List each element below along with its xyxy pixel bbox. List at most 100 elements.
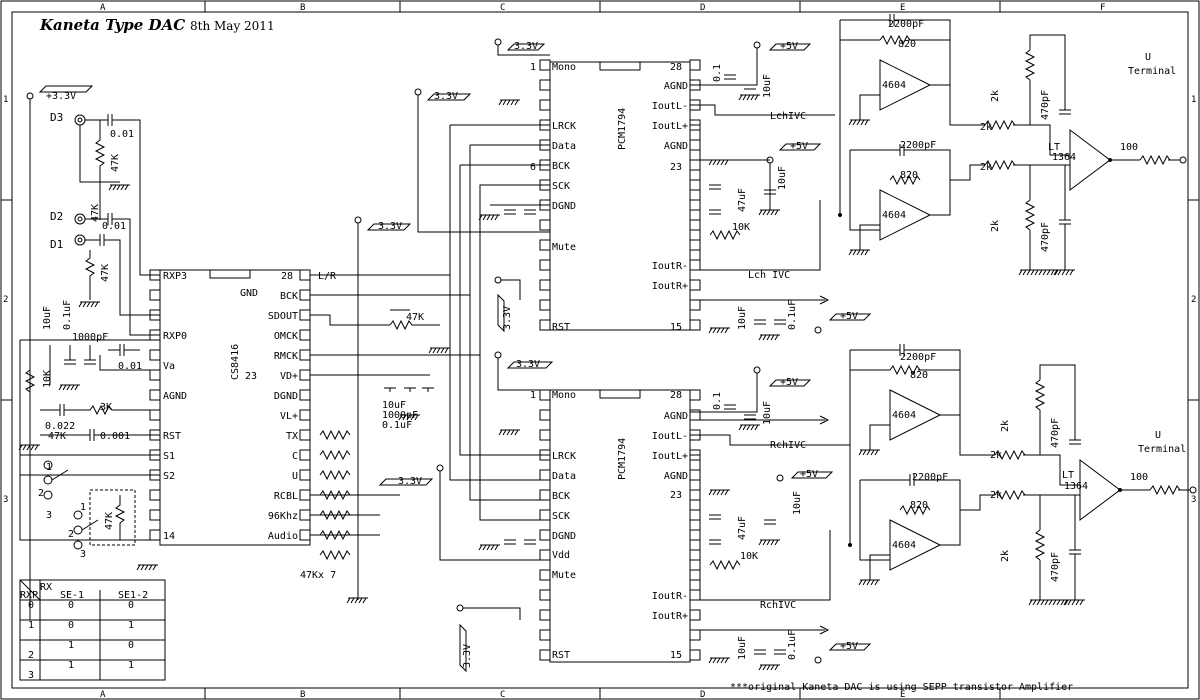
dacr-pin15: 15 bbox=[670, 650, 682, 661]
dac-pin-box bbox=[689, 469, 701, 481]
resistor-icon bbox=[889, 364, 921, 376]
outr-c2200p-a: 2200pF bbox=[900, 352, 936, 363]
grid-col-a-bot: A bbox=[100, 690, 106, 700]
input-c-mid: 0.01 bbox=[102, 221, 126, 232]
grid-col-a-top: A bbox=[100, 3, 106, 13]
receiver-right-pins: BCKSDOUTOMCKRMCKVD+DGNDVL+TXCURCBL96KhzA… bbox=[268, 269, 450, 604]
receiver-pin-vl: VL+ bbox=[280, 411, 298, 422]
dac-pin-box bbox=[539, 509, 551, 521]
dac-pin-box bbox=[689, 589, 701, 601]
outl-c470p-a: 470pF bbox=[1040, 90, 1051, 120]
resistor-icon bbox=[879, 34, 911, 46]
receiver-pin-box bbox=[299, 429, 311, 441]
receiver-pin-rcbl: RCBL bbox=[274, 491, 298, 502]
rx-r47k: 47K bbox=[48, 431, 66, 442]
dacl-33: 3.3V bbox=[514, 41, 538, 52]
output-terminal-icon bbox=[1179, 156, 1187, 164]
ground-icon bbox=[108, 184, 130, 191]
ground-icon bbox=[848, 249, 870, 256]
input-c-top: 0.01 bbox=[110, 129, 134, 140]
outr-r2k-b: 2k bbox=[990, 490, 1002, 501]
resistor-icon bbox=[319, 549, 351, 561]
rx-selb-2: 2 bbox=[68, 529, 74, 540]
dac-pin-box bbox=[689, 509, 701, 521]
receiver-pin-23: 23 bbox=[245, 371, 257, 382]
grid-col-e-top: E bbox=[900, 3, 905, 13]
resistor-icon bbox=[319, 509, 351, 521]
dac-pin-ioutr: IoutR+ bbox=[652, 611, 688, 622]
dacr-33-v: 3.3V bbox=[462, 644, 473, 668]
dac-pin-box bbox=[689, 219, 701, 231]
dac-pin-box bbox=[689, 59, 701, 71]
capacitor-icon bbox=[754, 319, 766, 325]
output-stage-right bbox=[848, 344, 1197, 606]
receiver-pin-sdout: SDOUT bbox=[268, 311, 298, 322]
input-r-top: 47K bbox=[110, 154, 121, 172]
dacr-pin1: 1 bbox=[530, 390, 536, 401]
dacr-5v: +5V bbox=[780, 377, 798, 388]
resistor-icon bbox=[1034, 379, 1046, 411]
dacl-pin23: 23 bbox=[670, 162, 682, 173]
capacitor-icon bbox=[774, 319, 786, 325]
resistor-icon bbox=[1139, 154, 1171, 166]
outl-r2k-b: 2k bbox=[980, 162, 992, 173]
capacitor-icon bbox=[709, 209, 721, 215]
dac-pin-box bbox=[539, 59, 551, 71]
dac-pin-box bbox=[689, 179, 701, 191]
capacitor-icon bbox=[1069, 549, 1081, 555]
dacr-c47u: 47uF bbox=[737, 516, 748, 540]
outr-terminal: Terminal bbox=[1138, 444, 1186, 455]
grid-row-1-right: 1 bbox=[1191, 95, 1196, 105]
capacitor-icon bbox=[709, 514, 721, 520]
outr-lt: LT bbox=[1062, 470, 1074, 481]
receiver-pin-28: 28 bbox=[281, 271, 293, 282]
dac-pin-lrck: LRCK bbox=[552, 121, 576, 132]
rx-sel-1: 1 bbox=[46, 462, 52, 473]
dac-pin-box bbox=[689, 259, 701, 271]
dac-pin-box bbox=[539, 549, 551, 561]
ground-icon bbox=[398, 414, 420, 421]
grid-col-c-bot: C bbox=[500, 690, 505, 700]
capacitor-icon bbox=[754, 649, 766, 655]
dac-pin-dgnd: DGND bbox=[552, 201, 576, 212]
dacl-5v-b: +5V bbox=[790, 141, 808, 152]
dac-pin-box bbox=[539, 589, 551, 601]
lt1364-icon bbox=[1069, 129, 1111, 191]
dac-pin-box bbox=[689, 389, 701, 401]
outl-r820-b: 820 bbox=[900, 170, 918, 181]
resistor-icon bbox=[1034, 529, 1046, 561]
dac-pin-box bbox=[539, 569, 551, 581]
receiver-pin-dgnd: DGND bbox=[274, 391, 298, 402]
dacl-decoupling: 0.1 10uF 47uF 10uF 10K 10uF 0.1uF LchIVC… bbox=[690, 64, 835, 330]
outl-r100: 100 bbox=[1120, 142, 1138, 153]
table-row3-rxp: 3 bbox=[28, 670, 34, 681]
dac-pin-box bbox=[539, 239, 551, 251]
opamp-icon bbox=[879, 189, 932, 241]
ground-icon bbox=[1048, 599, 1070, 606]
dac-pin-ioutl: IoutL- bbox=[652, 431, 688, 442]
dacl-r10k: 10K bbox=[732, 222, 750, 233]
dacl-pin28: 28 bbox=[670, 62, 682, 73]
outr-c470p-a: 470pF bbox=[1050, 418, 1061, 448]
ground-icon bbox=[1038, 269, 1060, 276]
dac-pin-box bbox=[539, 529, 551, 541]
dac-pin-box bbox=[539, 219, 551, 231]
capacitor-icon bbox=[524, 209, 536, 215]
receiver-pin-box bbox=[149, 489, 161, 501]
dacl-c10u-b: 10uF bbox=[777, 166, 788, 190]
dac-pin-agnd: AGND bbox=[664, 141, 688, 152]
dac-pin-sck: SCK bbox=[552, 511, 570, 522]
capacitor-icon bbox=[1069, 439, 1081, 445]
dac-pin-box bbox=[539, 389, 551, 401]
rx-c10u: 10uF bbox=[42, 306, 53, 330]
receiver-pin-box bbox=[149, 529, 161, 541]
schematic-title: Kaneta Type DAC bbox=[39, 16, 185, 34]
dacl-mono: Mono bbox=[552, 62, 576, 73]
receiver-pin-c: C bbox=[292, 451, 298, 462]
output-labels-right: 2200pF 820 4604 2200pF 820 4604 2k 2k 2k… bbox=[892, 352, 1186, 582]
dac-pin-box bbox=[689, 549, 701, 561]
dac-pin-box bbox=[689, 629, 701, 641]
resistor-icon bbox=[709, 229, 741, 241]
